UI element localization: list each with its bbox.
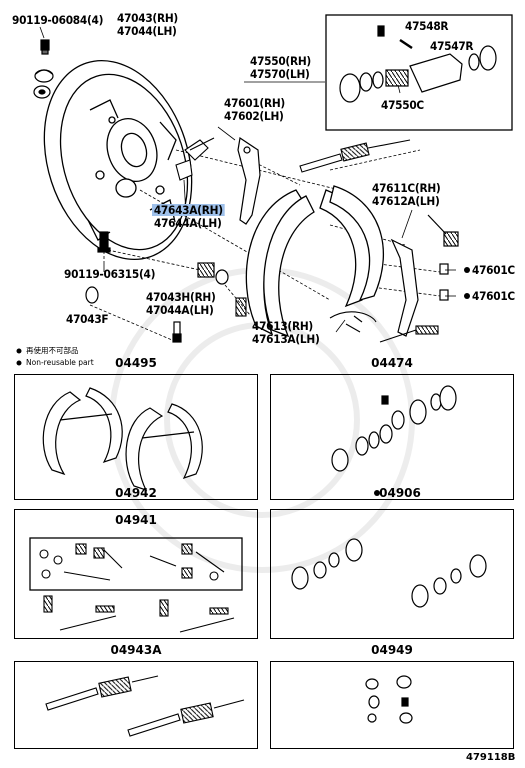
callout-spring-548: 47548R — [405, 19, 449, 33]
kit-box-04474[interactable] — [270, 374, 514, 500]
adjuster-top — [299, 139, 411, 173]
legend-en: Non-reusable part — [26, 358, 94, 367]
callout-lever-lh: 47602(LH) — [224, 109, 284, 123]
legend-cn: 再使用不可部品 — [26, 346, 79, 355]
wheel-cylinder-inset — [325, 14, 513, 131]
callout-cylinder-rh: 47550(RH) — [250, 54, 312, 68]
kit-04943a-drawing — [45, 675, 245, 737]
callout-strut-rh: 47613(RH) — [252, 319, 314, 333]
callout-highlight-lh: 47644A(LH) — [154, 216, 222, 230]
lower-left-parts — [85, 231, 229, 343]
callout-bolt-mid: 90119-06315(4) — [64, 267, 156, 281]
figure-code: 479118B — [466, 752, 516, 763]
callout-adjuster-lh: 47612A(LH) — [372, 194, 440, 208]
brake-shoes — [245, 185, 385, 338]
callout-cup: 47550C — [381, 98, 424, 112]
callout-highlight-rh[interactable]: 47643A(RH) — [152, 203, 225, 217]
kit-box-04906[interactable] — [270, 509, 514, 639]
kit-04495-drawing — [42, 387, 203, 492]
callout-clip-2: 47601C — [472, 289, 515, 303]
legend-markers — [16, 267, 470, 496]
kit-box-04943a[interactable] — [14, 661, 258, 749]
lower-springs — [235, 297, 439, 343]
parking-lever — [237, 136, 261, 225]
callout-plug: 47043F — [66, 312, 109, 326]
callout-spring-547: 47547R — [430, 39, 474, 53]
kit-04949-drawing — [365, 675, 413, 724]
kit-04906-drawing — [291, 538, 487, 608]
kit-title-04942: 04942 — [115, 486, 157, 500]
callout-plate-lh: 47044(LH) — [117, 24, 177, 38]
callout-lever-rh: 47601(RH) — [224, 96, 286, 110]
callout-pin-lh: 47044A(LH) — [146, 303, 214, 317]
kit-code-04906: 04906 — [379, 486, 421, 500]
kit-title-04941: 04941 — [115, 513, 157, 527]
kit-title-04495: 04495 — [115, 356, 157, 370]
callout-pin-rh: 47043H(RH) — [146, 290, 216, 304]
kit-box-04949[interactable] — [270, 661, 514, 749]
callout-leaders — [39, 26, 456, 333]
adjust-lever — [390, 214, 459, 337]
hold-down-parts — [175, 137, 215, 181]
kit-04474-drawing — [331, 385, 457, 472]
callout-clip-1: 47601C — [472, 263, 515, 277]
kit-title-04943a: 04943A — [110, 643, 162, 657]
bolt-and-plugs — [33, 39, 54, 99]
callout-strut-lh: 47613A(LH) — [252, 332, 320, 346]
callout-plate-rh: 47043(RH) — [117, 11, 179, 25]
kit-title-04474: 04474 — [371, 356, 413, 370]
kit-title-04949: 04949 — [371, 643, 413, 657]
kit-title-04906: 04906 — [369, 486, 421, 500]
kit-box-04942[interactable] — [14, 509, 258, 639]
callout-adjuster-rh: 47611C(RH) — [372, 181, 441, 195]
callout-cylinder-lh: 47570(LH) — [250, 67, 310, 81]
kit-04941-drawing — [29, 537, 243, 633]
callout-bolt-top: 90119-06084(4) — [12, 13, 104, 27]
kit-box-04495[interactable] — [14, 374, 258, 500]
